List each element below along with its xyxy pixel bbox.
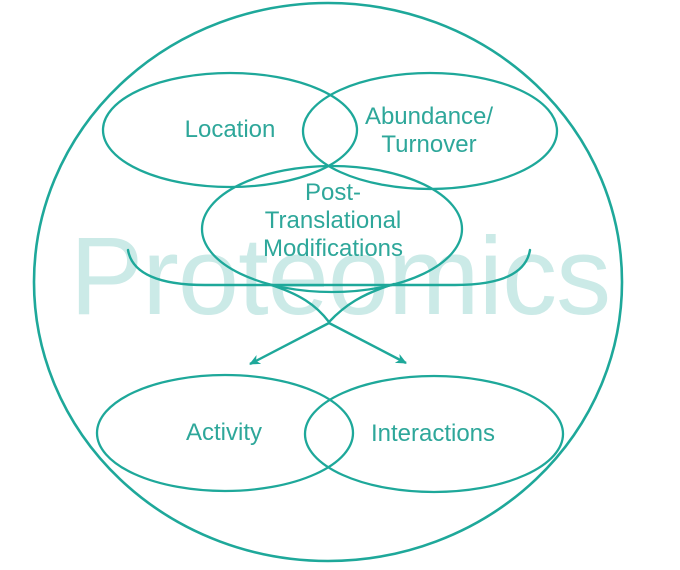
arrow-to-interactions	[328, 321, 407, 365]
interactions-ellipse	[303, 374, 565, 494]
ptm-ellipse	[200, 164, 464, 294]
label-activity: Activity	[185, 419, 263, 446]
location-ellipse	[101, 71, 359, 189]
label-interactions: Interactions	[370, 420, 496, 447]
outer-boundary-circle	[32, 1, 624, 563]
funnel-right-curve	[327, 282, 396, 324]
label-abundance-turnover: Abundance/ Turnover	[365, 103, 493, 159]
watermark-text: Proteomics	[69, 215, 611, 338]
label-ptm-line1: Post-	[304, 179, 361, 206]
abundance-turnover-ellipse	[301, 71, 559, 191]
arrow-to-activity	[249, 321, 330, 366]
label-abundance-line2: Turnover	[381, 131, 477, 158]
label-location: Location	[184, 116, 276, 143]
brace-bar	[126, 248, 532, 287]
activity-ellipse	[95, 373, 355, 493]
label-ptm-line2: Translational	[264, 207, 402, 234]
label-post-translational-modifications: Post- Translational Modifications	[263, 179, 403, 263]
funnel-left-curve	[266, 282, 331, 324]
label-abundance-line1: Abundance/	[364, 103, 494, 130]
label-ptm-line3: Modifications	[262, 235, 404, 262]
